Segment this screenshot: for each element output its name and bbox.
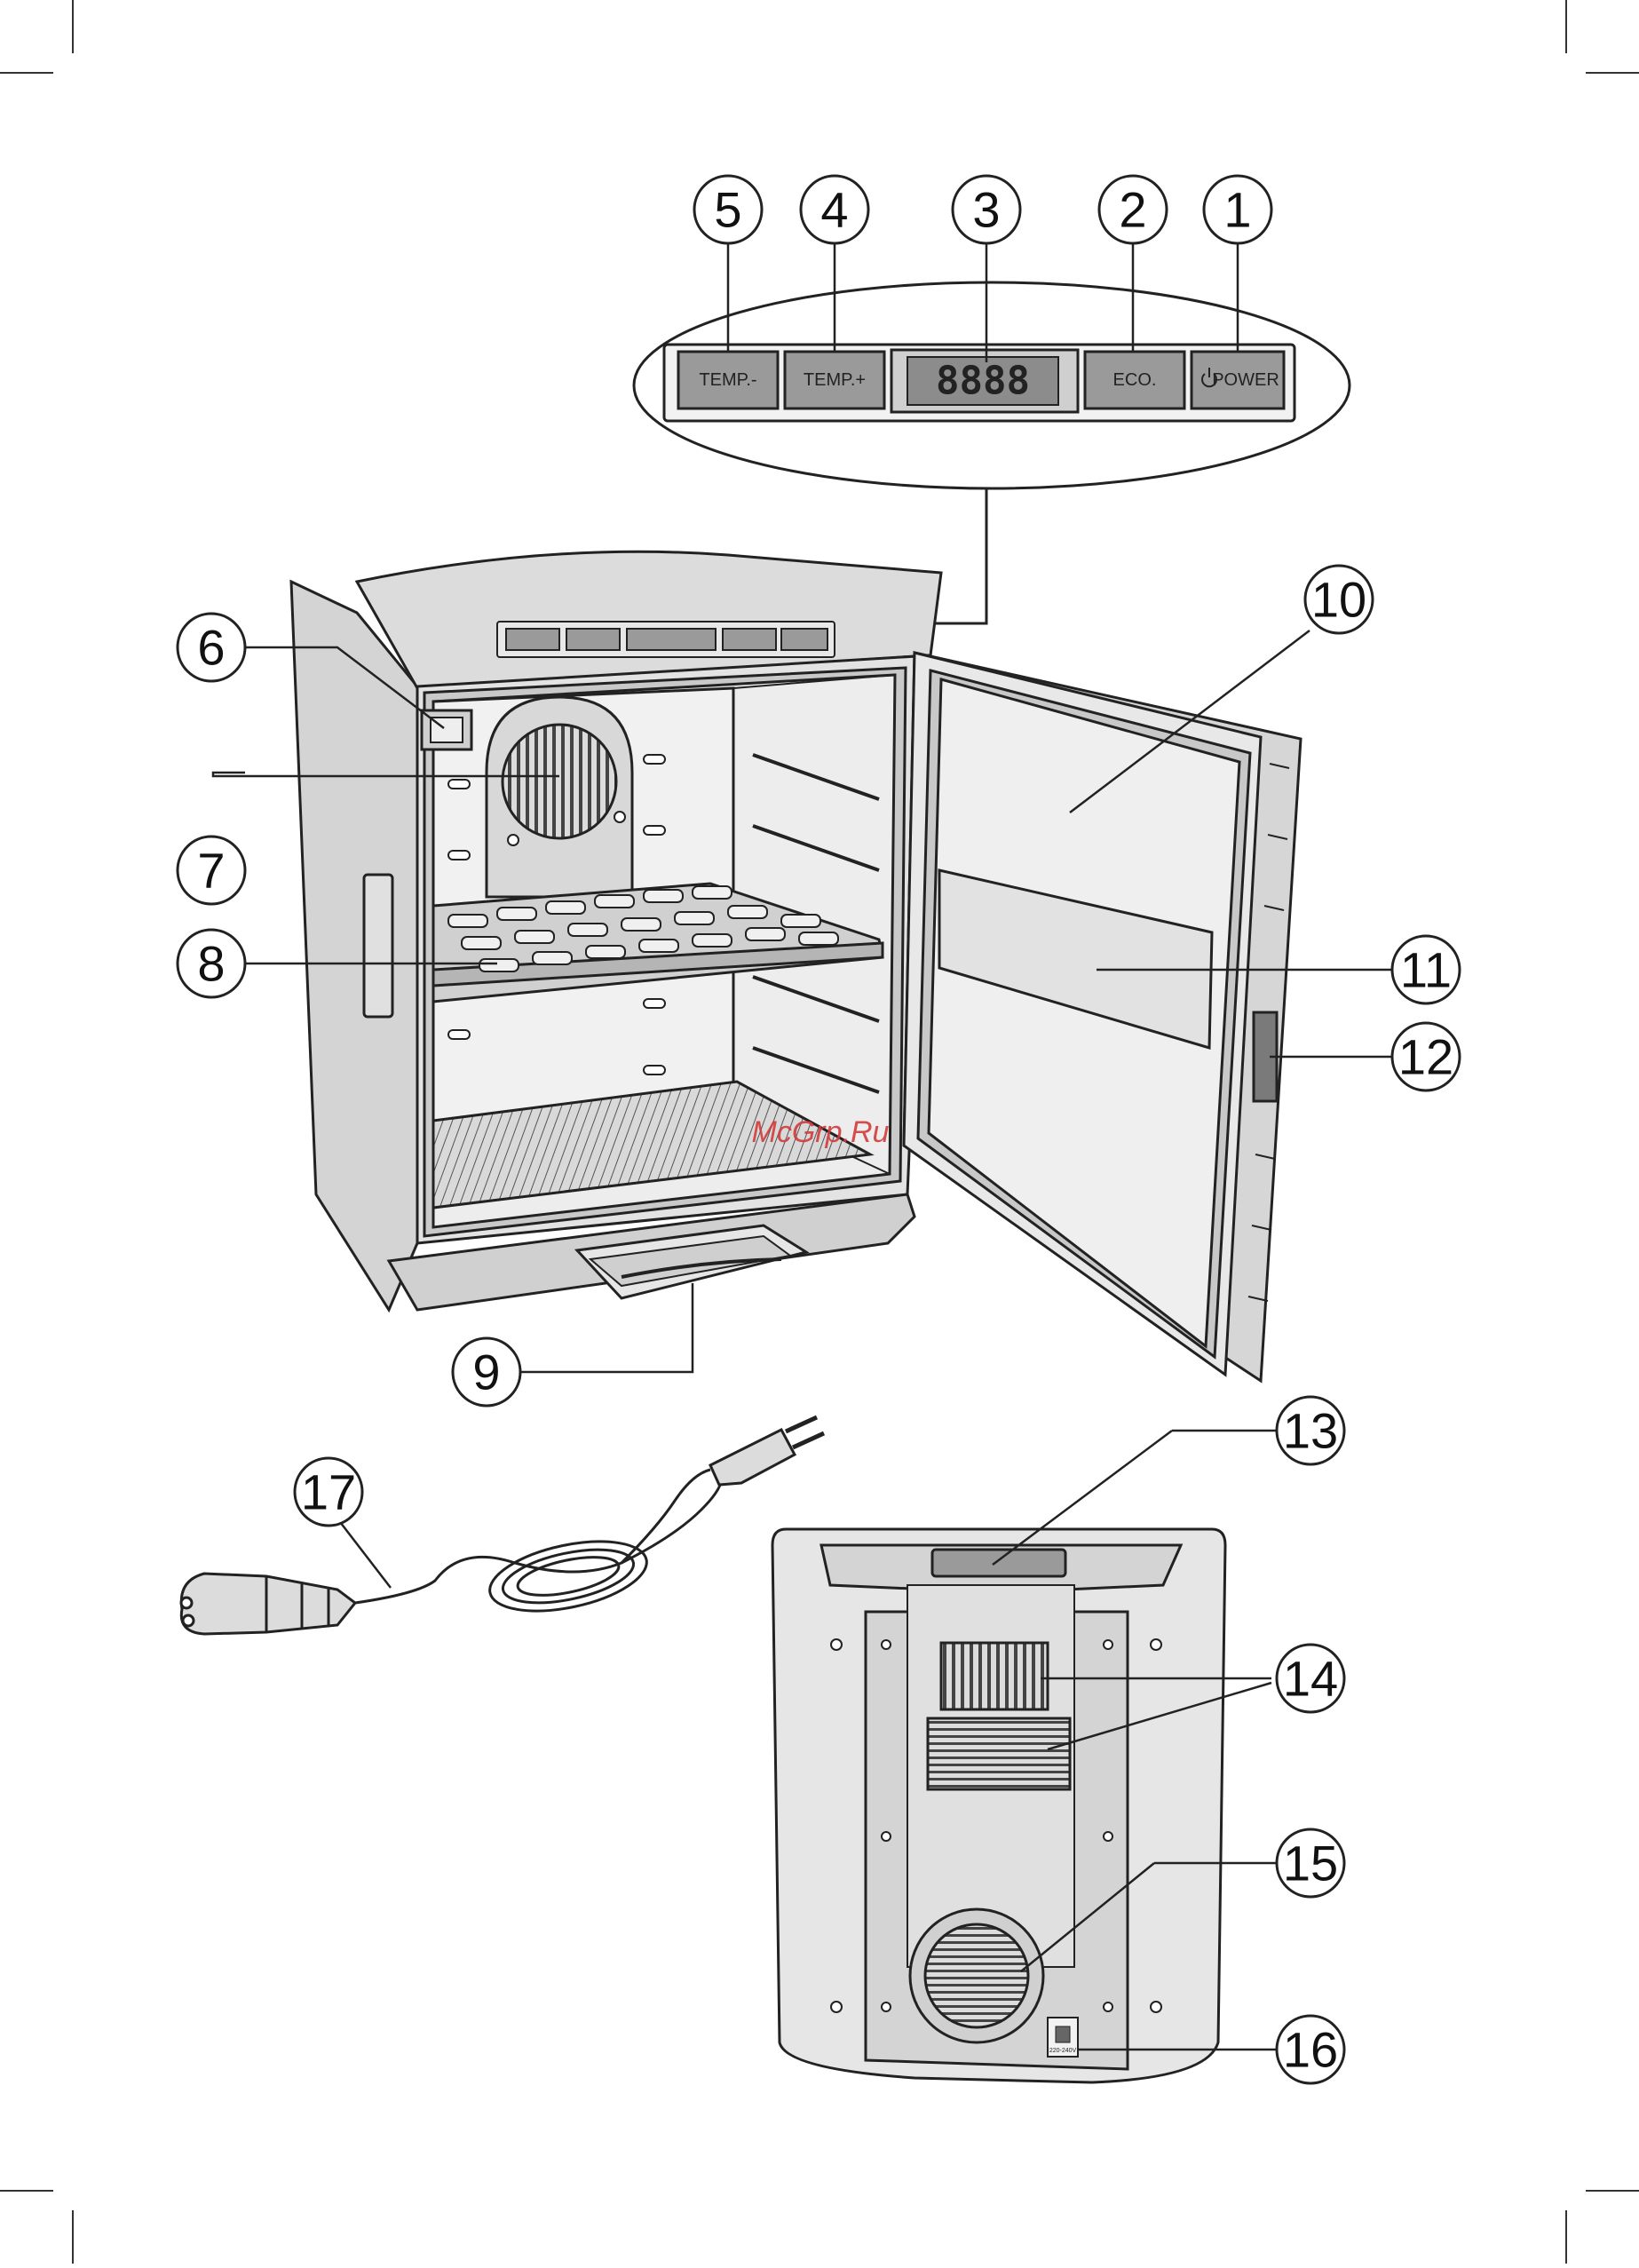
svg-text:9: 9 — [472, 1344, 500, 1400]
callout-2: 2 — [1099, 176, 1167, 243]
eco-label: ECO. — [1113, 370, 1157, 390]
fridge-door — [904, 653, 1301, 1381]
svg-text:11: 11 — [1400, 942, 1452, 998]
watermark: McGrp.Ru — [752, 1115, 890, 1149]
appliance-connector — [181, 1574, 355, 1634]
svg-text:15: 15 — [1283, 1836, 1338, 1891]
callout-15: 15 — [1277, 1829, 1344, 1897]
callout-17: 17 — [295, 1458, 362, 1526]
temperature-display: 8888 — [891, 350, 1078, 412]
svg-text:10: 10 — [1311, 572, 1366, 628]
top-vent — [497, 622, 835, 657]
callout-1: 1 — [1204, 176, 1271, 243]
power-plug — [710, 1417, 824, 1485]
svg-text:6: 6 — [197, 620, 225, 676]
callout-4: 4 — [801, 176, 868, 243]
callout-5: 5 — [694, 176, 762, 243]
svg-text:12: 12 — [1398, 1029, 1453, 1085]
callout-10: 10 — [1305, 566, 1373, 633]
svg-text:16: 16 — [1283, 2022, 1338, 2078]
svg-text:14: 14 — [1283, 1651, 1338, 1707]
power-cord — [181, 1417, 824, 1634]
svg-text:1: 1 — [1223, 182, 1251, 238]
power-label: POWER — [1212, 370, 1279, 390]
fridge-front — [291, 551, 941, 1310]
callout-6: 6 — [178, 614, 245, 681]
svg-text:13: 13 — [1283, 1403, 1338, 1459]
callout-3: 3 — [953, 176, 1020, 243]
display-digits: 8888 — [936, 359, 1030, 404]
callout-16: 16 — [1277, 2016, 1344, 2083]
callout-14: 14 — [1277, 1645, 1344, 1712]
rear-handle — [932, 1550, 1065, 1576]
callout-12: 12 — [1392, 1023, 1460, 1090]
callout-9: 9 — [453, 1338, 520, 1406]
svg-text:2: 2 — [1119, 182, 1146, 238]
callout-11: 11 — [1392, 936, 1460, 1003]
rear-vent-upper — [941, 1643, 1048, 1709]
callout-8: 8 — [178, 930, 245, 997]
temp-minus-label: TEMP.- — [699, 370, 756, 390]
socket-label: 220-240V — [1049, 2048, 1077, 2054]
temp-minus-button[interactable]: TEMP.- — [678, 352, 778, 408]
svg-text:7: 7 — [197, 843, 225, 899]
svg-text:4: 4 — [820, 182, 848, 238]
eco-button[interactable]: ECO. — [1085, 352, 1184, 408]
rear-vent-lower — [928, 1718, 1070, 1789]
power-socket: 220-240V — [1048, 2018, 1078, 2057]
fridge-rear: 220-240V — [772, 1529, 1225, 2082]
temp-plus-button[interactable]: TEMP.+ — [785, 352, 884, 408]
rear-fan — [910, 1909, 1043, 2042]
callout-7: 7 — [178, 837, 245, 904]
interior-fan — [487, 697, 632, 897]
svg-text:17: 17 — [301, 1464, 356, 1520]
svg-text:5: 5 — [714, 182, 741, 238]
svg-text:3: 3 — [972, 182, 1000, 238]
temp-plus-label: TEMP.+ — [804, 370, 866, 390]
power-button[interactable]: POWER — [1192, 352, 1284, 408]
callout-13: 13 — [1277, 1397, 1344, 1464]
svg-text:8: 8 — [197, 936, 225, 992]
